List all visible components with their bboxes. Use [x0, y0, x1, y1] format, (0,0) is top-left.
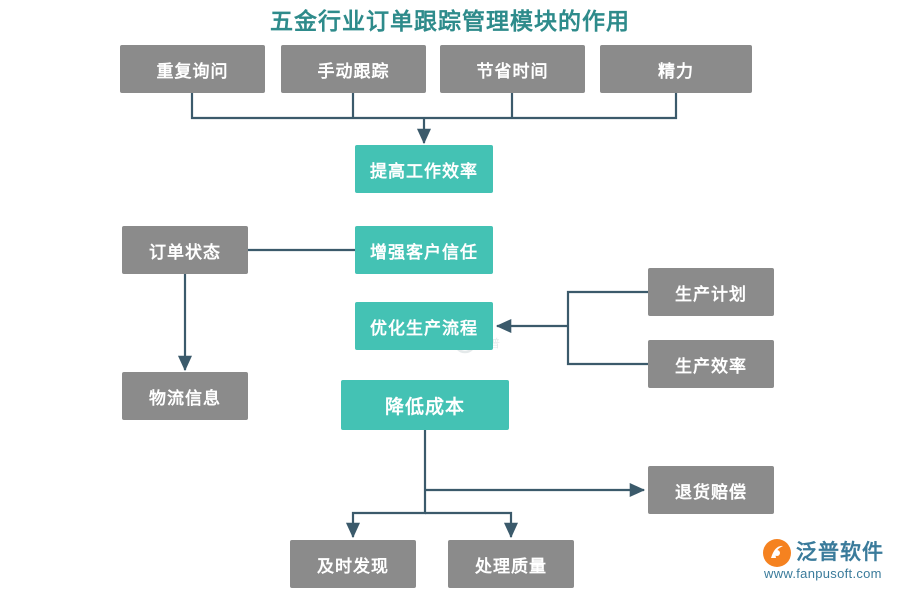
page-title: 五金行业订单跟踪管理模块的作用	[270, 8, 630, 34]
node-optimize-process: 优化生产流程	[355, 302, 493, 350]
node-handle-quality: 处理质量	[448, 540, 574, 588]
node-timely-discovery: 及时发现	[290, 540, 416, 588]
node-production-efficiency: 生产效率	[648, 340, 774, 388]
node-energy: 精力	[600, 45, 752, 93]
node-order-status: 订单状态	[122, 226, 248, 274]
node-improve-efficiency: 提高工作效率	[355, 145, 493, 193]
node-logistics-info: 物流信息	[122, 372, 248, 420]
node-return-compensation: 退货赔偿	[648, 466, 774, 514]
brand-logo: 泛普软件 www.fanpusoft.com	[762, 536, 892, 588]
node-production-plan: 生产计划	[648, 268, 774, 316]
node-manual-tracking: 手动跟踪	[281, 45, 426, 93]
logo-name: 泛普软件	[796, 541, 884, 564]
node-reduce-cost: 降低成本	[341, 380, 509, 430]
node-enhance-trust: 增强客户信任	[355, 226, 493, 274]
node-repeat-inquiry: 重复询问	[120, 45, 265, 93]
logo-mark-icon	[763, 539, 791, 567]
logo-url: www.fanpusoft.com	[764, 566, 882, 581]
node-save-time: 节省时间	[440, 45, 585, 93]
